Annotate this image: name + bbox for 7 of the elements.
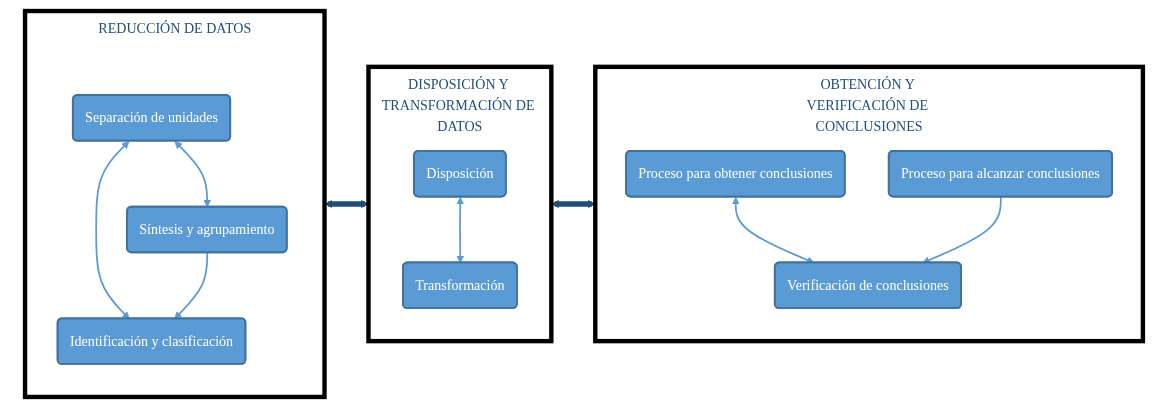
arrow <box>173 251 208 320</box>
arrow <box>921 196 1002 264</box>
arrow <box>94 141 130 320</box>
arrow <box>324 200 369 208</box>
arrow <box>731 196 814 264</box>
arrow <box>174 141 211 208</box>
arrow <box>455 196 464 264</box>
